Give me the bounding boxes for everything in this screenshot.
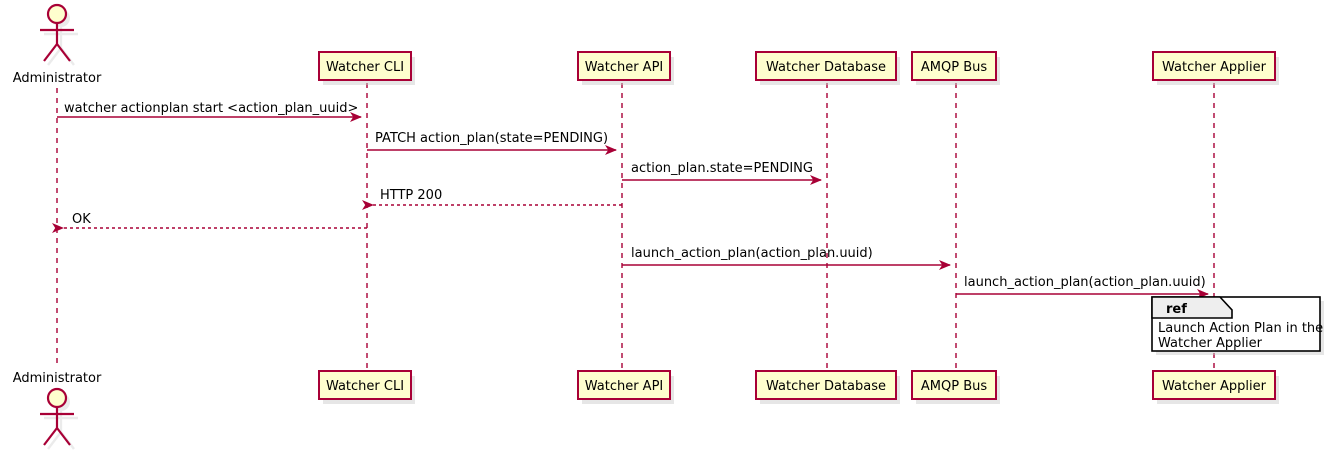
message-label: watcher actionplan start <action_plan_uu… <box>64 101 358 116</box>
ref-fragment[interactable]: ref Launch Action Plan in the Watcher Ap… <box>1151 296 1324 355</box>
participant-box-amqp-bus-top[interactable]: AMQP Bus <box>911 51 1000 85</box>
message-label: launch_action_plan(action_plan.uuid) <box>631 246 873 261</box>
message-label: OK <box>72 212 91 227</box>
participant-box-watcher-database-top[interactable]: Watcher Database <box>755 51 900 85</box>
actor-administrator-bottom[interactable]: Administrator <box>13 371 102 450</box>
participant-box-watcher-api-bottom[interactable]: Watcher API <box>577 370 674 404</box>
message-watcher-actionplan-start[interactable]: watcher actionplan start <action_plan_uu… <box>57 101 362 122</box>
participant-label-watcher-cli-top: Watcher CLI <box>326 60 404 75</box>
box-body <box>1152 51 1276 81</box>
participant-label-watcher-database-bottom: Watcher Database <box>766 379 886 394</box>
message-ok[interactable]: OK <box>52 212 367 233</box>
message-http-200[interactable]: HTTP 200 <box>362 188 622 210</box>
message-label: HTTP 200 <box>380 188 442 203</box>
actor-administrator-top[interactable]: Administrator <box>13 3 102 86</box>
message-action-plan-state-pending[interactable]: action_plan.state=PENDING <box>622 161 822 185</box>
participant-label-watcher-cli-bottom: Watcher CLI <box>326 379 404 394</box>
box-body <box>318 51 412 81</box>
message-label: PATCH action_plan(state=PENDING) <box>375 131 608 146</box>
participant-box-watcher-api-top[interactable]: Watcher API <box>577 51 674 85</box>
participant-label-watcher-applier-top: Watcher Applier <box>1162 60 1267 75</box>
participant-label-watcher-applier-bottom: Watcher Applier <box>1162 379 1267 394</box>
actor-label-administrator-top: Administrator <box>13 71 102 86</box>
box-body <box>911 370 997 400</box>
box-body <box>577 370 671 400</box>
participant-box-watcher-database-bottom[interactable]: Watcher Database <box>755 370 900 404</box>
participant-box-watcher-applier-bottom[interactable]: Watcher Applier <box>1152 370 1279 404</box>
participant-label-amqp-bus-bottom: AMQP Bus <box>921 379 987 394</box>
box-body <box>1152 370 1276 400</box>
box-body <box>911 51 997 81</box>
ref-body-line-1: Launch Action Plan in the <box>1158 321 1323 336</box>
actor-head-icon <box>46 3 68 25</box>
ref-title-label: ref <box>1166 302 1187 317</box>
message-patch-action-plan[interactable]: PATCH action_plan(state=PENDING) <box>367 131 617 155</box>
message-label: action_plan.state=PENDING <box>631 161 813 176</box>
box-body <box>577 51 671 81</box>
participant-box-watcher-cli-top[interactable]: Watcher CLI <box>318 51 415 85</box>
participant-label-amqp-bus-top: AMQP Bus <box>921 60 987 75</box>
box-body <box>318 370 412 400</box>
participant-box-amqp-bus-bottom[interactable]: AMQP Bus <box>911 370 1000 404</box>
ref-title-tab <box>1151 296 1233 319</box>
box-body <box>755 370 897 400</box>
message-launch-action-plan-to-bus[interactable]: launch_action_plan(action_plan.uuid) <box>622 246 951 270</box>
message-launch-action-plan-to-applier[interactable]: launch_action_plan(action_plan.uuid) <box>956 275 1209 299</box>
ref-body-line-2: Watcher Applier <box>1158 336 1263 351</box>
actor-head-icon <box>46 387 68 409</box>
message-label: launch_action_plan(action_plan.uuid) <box>964 275 1206 290</box>
participant-box-watcher-applier-top[interactable]: Watcher Applier <box>1152 51 1279 85</box>
participant-label-watcher-api-top: Watcher API <box>585 60 664 75</box>
participant-label-watcher-api-bottom: Watcher API <box>585 379 664 394</box>
participant-box-watcher-cli-bottom[interactable]: Watcher CLI <box>318 370 415 404</box>
box-body <box>755 51 897 81</box>
participant-label-watcher-database-top: Watcher Database <box>766 60 886 75</box>
actor-label-administrator-bottom: Administrator <box>13 371 102 386</box>
lifelines-group <box>56 83 1215 370</box>
